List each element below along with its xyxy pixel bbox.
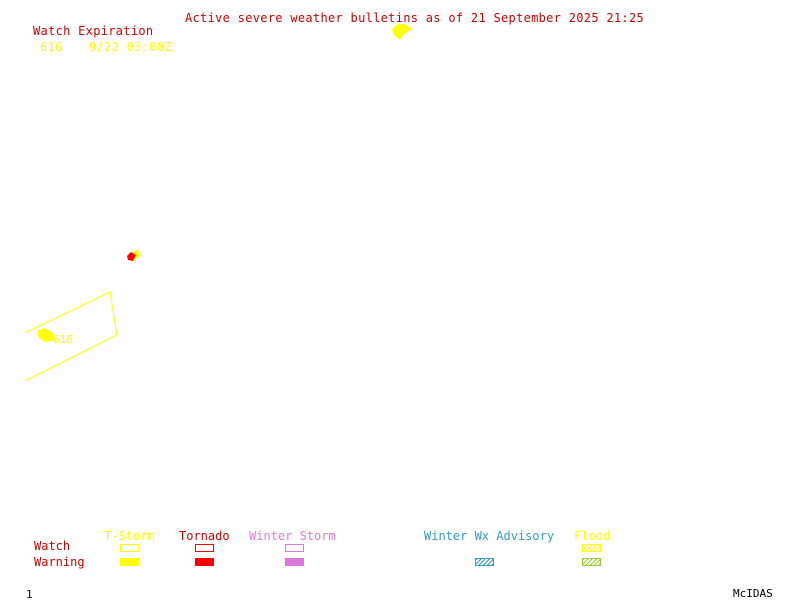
legend-flood-warning-swatch [582,558,601,566]
watch-expiration-time: 9/22 03:00Z [89,40,172,54]
legend-winter-wx-advisory-swatch [475,558,494,566]
legend-winter-storm-heading: Winter Storm [249,529,336,543]
legend-warning-label: Warning [34,555,85,569]
page-title: Active severe weather bulletins as of 21… [185,11,645,25]
tstorm-watch-box [24,291,118,382]
tornado-warning-polygon [127,252,136,261]
legend-tornado-watch-swatch [195,544,214,552]
tstorm-warning-polygon [37,328,55,342]
frame-number: 1 [26,588,33,601]
legend-tstorm-watch-swatch [120,544,139,552]
legend-flood-heading: Flood [574,529,611,543]
legend-tornado-heading: Tornado [179,529,230,543]
brand-label: McIDAS [733,587,773,600]
watch-box-label: 616 [53,333,73,346]
legend-tstorm-heading: T-Storm [104,529,155,543]
legend-tornado-warning-swatch [195,558,214,566]
legend-tstorm-warning-swatch [120,558,139,566]
legend-winter-storm-warning-swatch [285,558,304,566]
legend-watch-label: Watch [34,539,71,553]
watch-number: 616 [40,40,63,54]
legend-winter-storm-watch-swatch [285,544,304,552]
tstorm-warning-polygon [392,24,412,40]
watch-expiration-heading: Watch Expiration [33,24,154,38]
legend-flood-watch-swatch [582,544,601,552]
legend-winter-wx-advisory-heading: Winter Wx Advisory [424,529,555,543]
